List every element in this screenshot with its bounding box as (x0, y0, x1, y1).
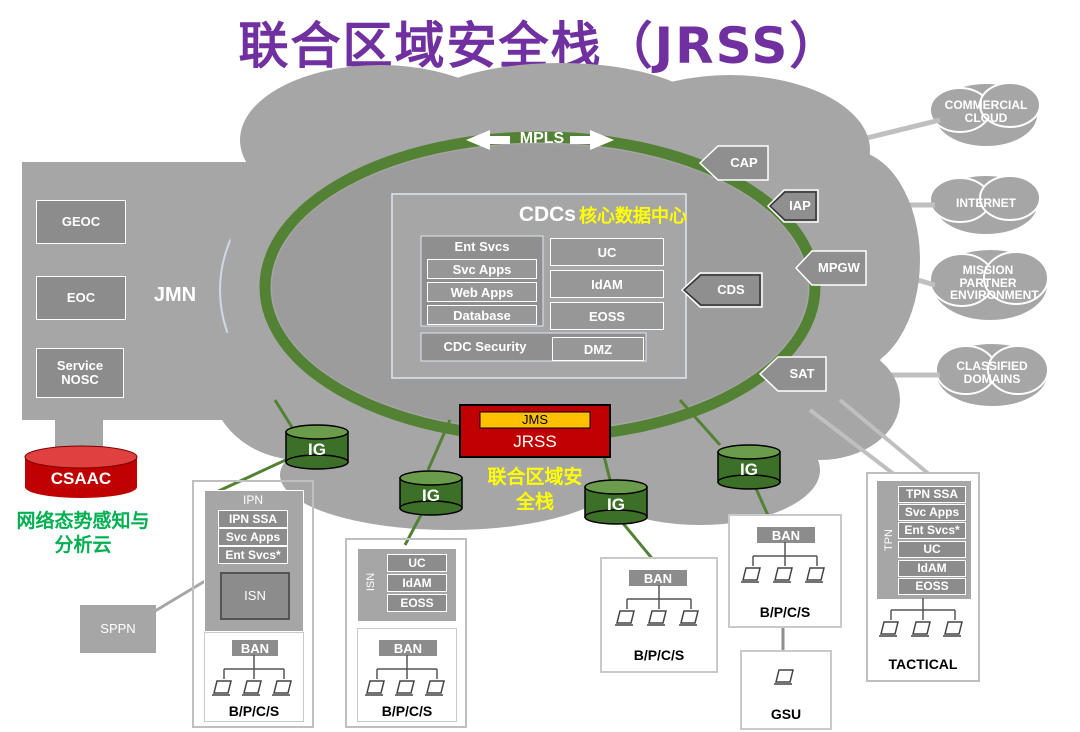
ipn-bpcs-label: B/P/C/S (228, 703, 280, 719)
jms-label: JMS (522, 412, 548, 428)
ipn-ban-panel: BAN B/P/C/S (204, 632, 304, 722)
tpn-ent-svcs-box: Ent Svcs* (898, 522, 966, 539)
gsu-lan: GSU (740, 650, 832, 730)
ipn-ssa-box: IPN SSA (218, 510, 288, 528)
classified-domains-cloud-label: CLASSIFIED DOMAINS (956, 359, 1028, 386)
tactical-links (808, 398, 932, 477)
ipn-ban: BAN (231, 639, 279, 657)
ipn-device-icons (212, 655, 292, 696)
svc-apps-box: Svc Apps (427, 259, 537, 279)
tpn-eoss-box: EOSS (898, 578, 966, 595)
ig-cylinders (285, 424, 781, 525)
ipn-label: IPN (242, 492, 263, 507)
iap-gateway: IAP (789, 198, 811, 214)
ipn-lan: IPN IPN SSA Svc Apps Ent Svcs* ISN BAN B… (192, 480, 314, 728)
isn-vertical-label: ISN (365, 572, 377, 592)
tpn-vertical-label: TPN (883, 529, 895, 551)
ban-lan-right: BAN B/P/C/S (728, 514, 842, 628)
ipn-svc-apps-box: Svc Apps (218, 528, 288, 546)
ig-label-2: IG (422, 486, 440, 505)
isn-idam-box: IdAM (387, 574, 447, 592)
isn-bpcs-label: B/P/C/S (381, 703, 433, 719)
tpn-device-icons (879, 598, 963, 637)
tactical-label: TACTICAL (888, 656, 958, 672)
dmz-box: DMZ (552, 337, 644, 361)
sppn-box (80, 605, 156, 653)
ent-svcs-label: Ent Svcs (454, 239, 510, 255)
tpn-lan: TPN TPN SSA Svc Apps Ent Svcs* UC IdAM E… (866, 472, 980, 682)
geoc-box: GEOC (36, 200, 126, 244)
eoc-box: EOC (36, 276, 126, 320)
right-ban: BAN (756, 526, 816, 544)
gsu-label: GSU (770, 706, 802, 722)
right-device-icons (741, 542, 825, 583)
jrss-cn-label: 联合区域安全栈 (487, 467, 583, 513)
jrss-label: JRSS (513, 432, 557, 452)
isn-eoss-box: EOSS (387, 594, 447, 612)
ipn-ent-svcs-box: Ent Svcs* (218, 546, 288, 564)
tpn-idam-box: IdAM (898, 560, 966, 577)
internet-cloud-label: INTERNET (956, 196, 1016, 210)
jmn-label: JMN (153, 283, 197, 306)
tpn-ssa-box: TPN SSA (898, 486, 966, 503)
web-apps-box: Web Apps (427, 282, 537, 302)
tpn-uc-box: UC (898, 541, 966, 558)
isn-ban-panel: BAN B/P/C/S (357, 628, 457, 722)
sppn-label: SPPN (100, 621, 136, 637)
cds-gateway: CDS (717, 282, 745, 298)
database-box: Database (427, 305, 537, 325)
cdcs-label: CDCs (518, 202, 576, 226)
idam-box: IdAM (550, 270, 664, 298)
ig-label-3: IG (607, 495, 625, 514)
eoss-box: EOSS (550, 302, 664, 330)
ig-label-4: IG (740, 460, 758, 479)
mission-partner-cloud-label: MISSION PARTNER ENVIRONMENT (950, 263, 1039, 303)
middle-ban: BAN (628, 569, 688, 587)
ban-lan-middle: BAN B/P/C/S (600, 557, 718, 673)
right-bpcs-label: B/P/C/S (759, 604, 811, 620)
gateway-shapes (680, 145, 867, 392)
commercial-cloud-label: COMMERCIAL CLOUD (944, 98, 1028, 125)
isn-uc-box: UC (387, 554, 447, 572)
csaac-cylinder (24, 445, 138, 498)
middle-bpcs-label: B/P/C/S (633, 647, 685, 663)
isn-ban: BAN (378, 639, 438, 657)
mpls-label: MPLS (519, 129, 565, 147)
gsu-device-icon (774, 669, 794, 685)
tpn-svc-apps-box: Svc Apps (898, 504, 966, 521)
csaac-cn-label: 网络态势感知与分析云 (16, 511, 150, 556)
csaac-label: CSAAC (50, 469, 112, 489)
isn-inner-box: ISN (220, 572, 290, 620)
isn-device-icons (365, 655, 445, 696)
cdcs-cn-label: 核心数据中心 (579, 206, 687, 226)
uc-box: UC (550, 238, 664, 266)
sat-gateway: SAT (789, 366, 815, 382)
service-nosc-box: Service NOSC (36, 348, 124, 398)
middle-device-icons (615, 585, 699, 626)
jms-box (479, 411, 591, 429)
ig-label-1: IG (308, 440, 326, 459)
mpgw-gateway: MPGW (818, 260, 860, 276)
isn-lan: ISN UC IdAM EOSS BAN B/P/C/S (345, 538, 467, 728)
mpls-arrows (466, 130, 614, 150)
cdc-security-label: CDC Security (443, 339, 527, 355)
cap-gateway: CAP (730, 155, 758, 171)
